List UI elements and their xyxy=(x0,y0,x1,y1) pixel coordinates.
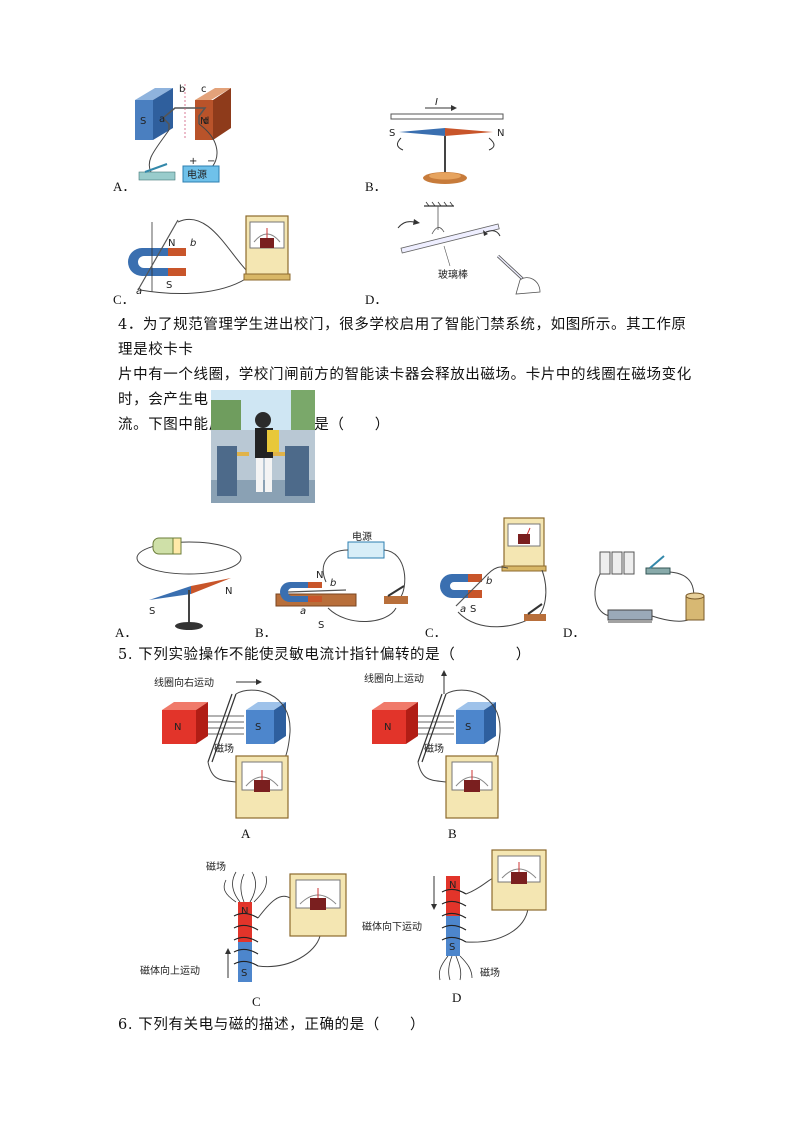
magnet-motion-label: 磁体向上运动 xyxy=(140,964,200,977)
power-label: 电源 xyxy=(187,168,207,181)
q4-figure-d xyxy=(590,544,720,636)
rod-end-b: b xyxy=(190,238,196,249)
glass-rod-label: 玻璃棒 xyxy=(438,268,468,281)
q5-figure-a: 线圈向右运动 N S 磁场 xyxy=(152,672,302,822)
field-label: 磁场 xyxy=(480,966,500,979)
q4-line-2: 片中有一个线圈，学校门闸前方的智能读卡器会释放出磁场。卡片中的线圈在磁场变化时，… xyxy=(118,367,692,408)
coil-letter-c: c xyxy=(201,84,207,95)
q3-option-b[interactable]: B． xyxy=(365,179,387,194)
q4-figure-b: 电源 N b a S xyxy=(268,528,418,634)
q6-line-1: 6. 下列有关电与磁的描述，正确的是（ ） xyxy=(118,1017,426,1033)
magnet-motion-label: 磁体向下运动 xyxy=(362,920,422,933)
pole-label-n: N xyxy=(200,116,207,127)
pole-label-s: S xyxy=(140,116,146,127)
magnet-label-n: N xyxy=(384,722,391,733)
magnet-label-s: S xyxy=(255,722,261,733)
rod-end-a: a xyxy=(300,606,306,617)
q3-figure-b: I S N xyxy=(385,96,510,192)
magnet-label-s: S xyxy=(241,968,247,979)
rod-end-b: b xyxy=(486,576,492,587)
q4-figure-a: S N xyxy=(135,528,243,634)
needle-label-n: N xyxy=(497,128,504,139)
magnet-label-n: N xyxy=(174,722,181,733)
q5-caption-d[interactable]: D xyxy=(452,990,462,1005)
q3-figure-c: N b a S xyxy=(128,212,293,298)
magnet-label-s: S xyxy=(318,620,324,631)
magnet-label-s: S xyxy=(449,942,455,953)
coil-letter-b: b xyxy=(179,84,185,95)
magnet-label-s: S xyxy=(470,604,476,615)
q5-figure-d: N S 磁体向下运动 磁场 xyxy=(362,848,548,988)
q5-caption-c[interactable]: C xyxy=(252,994,261,1009)
needle-label-s: S xyxy=(389,128,395,139)
q5-caption-a[interactable]: A xyxy=(241,826,251,841)
rod-end-a: a xyxy=(460,604,466,615)
field-label: 磁场 xyxy=(424,742,444,755)
plus-sign: + xyxy=(189,156,197,167)
rod-end-a: a xyxy=(136,286,142,297)
field-label: 磁场 xyxy=(206,860,226,873)
q4-question-text: 4．为了规范管理学生进出校门，很多学校启用了智能门禁系统，如图所示。其工作原理是… xyxy=(118,313,698,438)
magnet-label-s: S xyxy=(465,722,471,733)
coil-motion-label: 线圈向上运动 xyxy=(364,672,424,685)
magnet-label-n: N xyxy=(449,880,456,891)
q4-gate-photo xyxy=(211,390,315,503)
q5-line-1: 5. 下列实验操作不能使灵敏电流计指针偏转的是（ ） xyxy=(118,647,531,663)
q4-line-3: 流。下图中能反映读卡原理的是（ ） xyxy=(118,417,390,433)
coil-letter-a: a xyxy=(159,114,165,125)
coil-letter-d: d xyxy=(203,116,209,127)
q3-figure-d: 玻璃棒 xyxy=(388,200,548,296)
power-label: 电源 xyxy=(352,530,372,543)
q3-option-a[interactable]: A． xyxy=(113,179,136,194)
needle-label-s: S xyxy=(149,606,155,617)
q6-question-text: 6. 下列有关电与磁的描述，正确的是（ ） xyxy=(118,1013,698,1038)
q4-option-d[interactable]: D． xyxy=(563,625,586,640)
magnet-label-n: N xyxy=(316,570,323,581)
q4-option-c[interactable]: C． xyxy=(425,625,447,640)
q4-option-a[interactable]: A． xyxy=(115,625,138,640)
magnet-label-n: N xyxy=(241,906,248,917)
current-label-i: I xyxy=(435,97,438,108)
coil-motion-label: 线圈向右运动 xyxy=(154,676,214,689)
q5-figure-c: 磁场 N S 磁体向上运动 xyxy=(140,852,350,990)
q3-figure-a: S N a b c d 电源 + − xyxy=(125,80,235,192)
q3-option-d[interactable]: D． xyxy=(365,292,388,307)
q3-option-c[interactable]: C． xyxy=(113,292,135,307)
q5-figure-b: 线圈向上运动 N S 磁场 xyxy=(362,668,512,822)
q4-option-b[interactable]: B． xyxy=(255,625,277,640)
q4-figure-c: b a S xyxy=(438,512,558,634)
q5-caption-b[interactable]: B xyxy=(448,826,457,841)
field-label: 磁场 xyxy=(214,742,234,755)
q5-question-text: 5. 下列实验操作不能使灵敏电流计指针偏转的是（ ） xyxy=(118,643,698,668)
needle-label-n: N xyxy=(225,586,232,597)
q4-line-1: 4．为了规范管理学生进出校门，很多学校启用了智能门禁系统，如图所示。其工作原理是… xyxy=(118,317,687,358)
magnet-label-s: S xyxy=(166,280,172,291)
rod-end-b: b xyxy=(330,578,336,589)
magnet-label-n: N xyxy=(168,238,175,249)
minus-sign: − xyxy=(207,156,215,167)
